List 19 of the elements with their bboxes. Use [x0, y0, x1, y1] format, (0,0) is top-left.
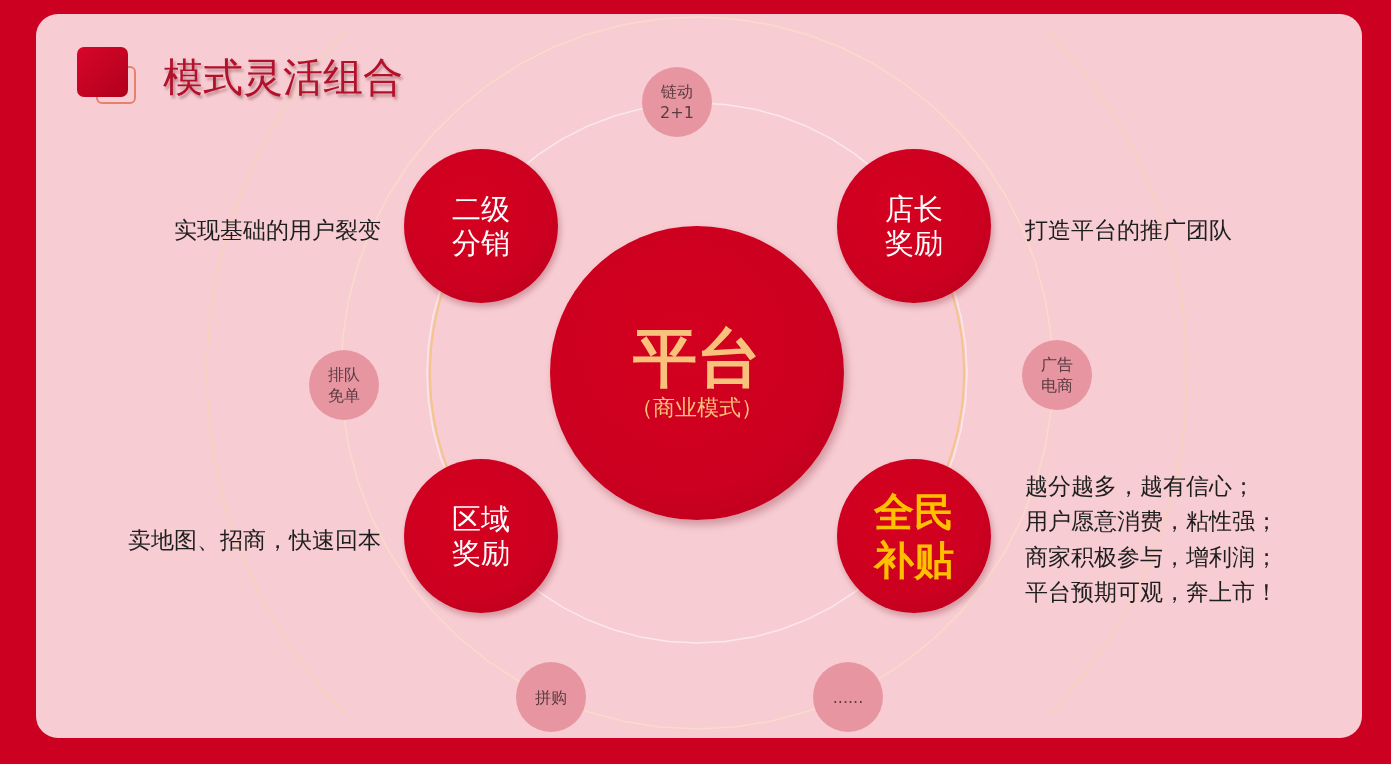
- tag-text: 链动2+1: [659, 81, 695, 123]
- description-text: 商家积极参与，增利润；: [1025, 542, 1278, 572]
- category-label: 店长奖励: [884, 192, 944, 260]
- description-text: 平台预期可观，奔上市！: [1025, 577, 1278, 607]
- tag-text: 广告电商: [1040, 354, 1074, 396]
- description-text: 打造平台的推广团队: [1025, 216, 1232, 245]
- description-text: 实现基础的用户裂变: [174, 216, 381, 245]
- platform-subtitle: （商业模式）: [631, 394, 763, 422]
- slide-title: 模式灵活组合: [163, 53, 403, 102]
- tag-text: ......: [831, 686, 865, 708]
- platform-title: 平台: [633, 323, 761, 393]
- tag-text: 拼购: [534, 686, 568, 708]
- description-text: 用户愿意消费，粘性强；: [1025, 507, 1278, 537]
- description-text: 卖地图、招商，快速回本: [128, 526, 381, 555]
- category-label: 全民补贴: [873, 488, 955, 584]
- category-label: 区域奖励: [451, 502, 511, 570]
- category-label: 二级分销: [451, 192, 511, 260]
- description-text: 越分越多，越有信心；: [1025, 472, 1255, 501]
- tag-text: 排队免单: [327, 364, 361, 406]
